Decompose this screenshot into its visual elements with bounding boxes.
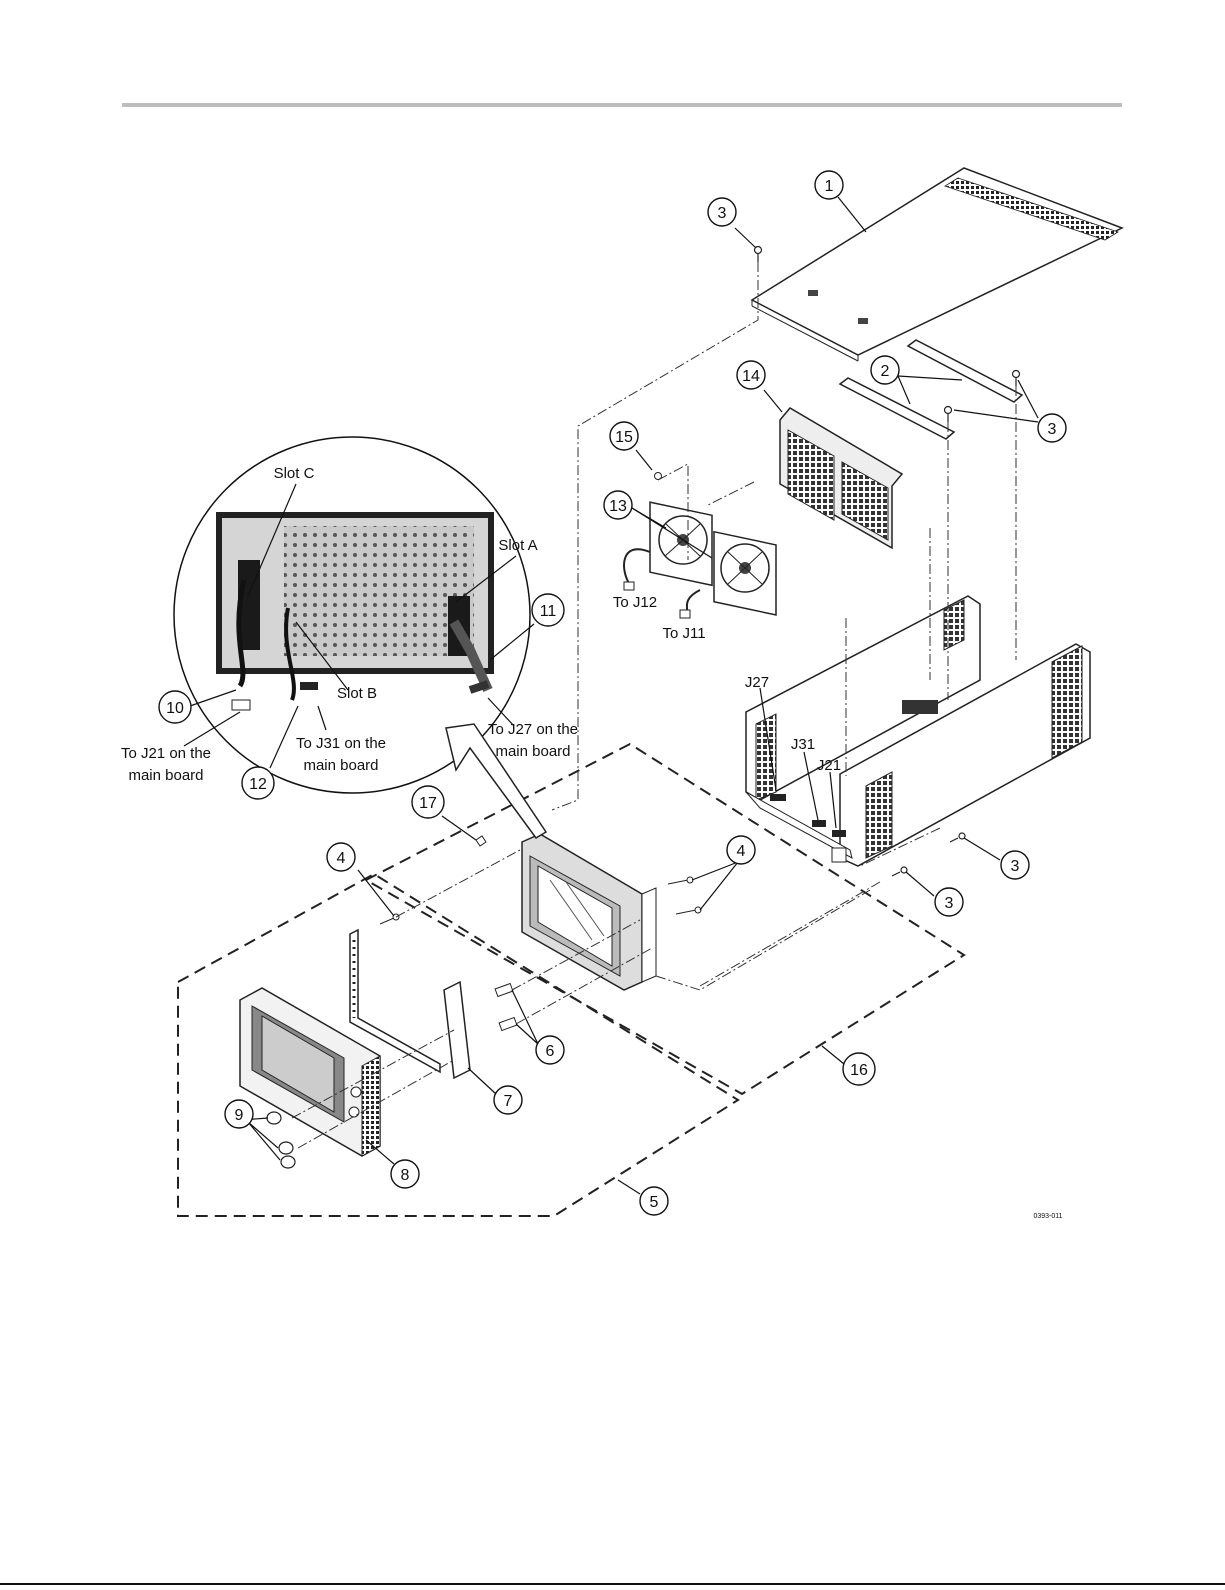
callout-4-keypad: 4 [337,850,346,867]
callout-15: 15 [615,429,633,446]
bracket-parts [840,340,1022,439]
front-panel-part [240,988,380,1156]
j31-label: J31 [791,736,815,753]
callout-1: 1 [825,178,834,195]
callout-17: 17 [419,795,437,812]
to-j21-label-line2: main board [128,767,203,784]
figure-code: 0393-011 [1033,1213,1062,1220]
to-j12-label: To J12 [613,594,657,611]
callout-8: 8 [401,1167,410,1184]
callout-4-display: 4 [737,843,746,860]
callout-3-chassis-bottom: 3 [945,895,954,912]
slot-b-label: Slot B [337,685,377,702]
callout-16: 16 [850,1062,868,1079]
inset-pointer-arrow [446,724,546,838]
j21-label: J21 [817,757,841,774]
callout-3-top: 3 [718,205,727,222]
callout-5: 5 [650,1194,659,1211]
to-j31-label-line1: To J31 on the [296,735,386,752]
callout-7: 7 [504,1093,513,1110]
to-j27-label-line1: To J27 on the [488,721,578,738]
slot-a-label: Slot A [498,537,537,554]
standoff-parts [495,984,517,1031]
header-rule [122,103,1122,107]
callout-9: 9 [235,1107,244,1124]
chassis-part [746,596,1090,866]
display-part [522,834,656,990]
slot-c-label: Slot C [274,465,315,482]
callout-11: 11 [540,603,557,620]
knob-parts [267,1112,295,1168]
callout-14: 14 [742,368,760,385]
to-j31-label-line2: main board [303,757,378,774]
callout-13: 13 [609,498,627,515]
fan-grill-part [780,408,902,548]
to-j27-label-line2: main board [495,743,570,760]
callout-3-chassis-right: 3 [1011,858,1020,875]
top-cover-part [752,168,1122,361]
j27-label: J27 [745,674,769,691]
callout-12: 12 [249,776,267,793]
callout-6: 6 [546,1043,555,1060]
callout-2: 2 [881,363,890,380]
clip-17 [476,836,486,846]
callout-3-bracket: 3 [1048,421,1057,438]
callout-10: 10 [166,700,184,717]
to-j21-label-line1: To J21 on the [121,745,211,762]
to-j11-label: To J11 [662,625,705,642]
